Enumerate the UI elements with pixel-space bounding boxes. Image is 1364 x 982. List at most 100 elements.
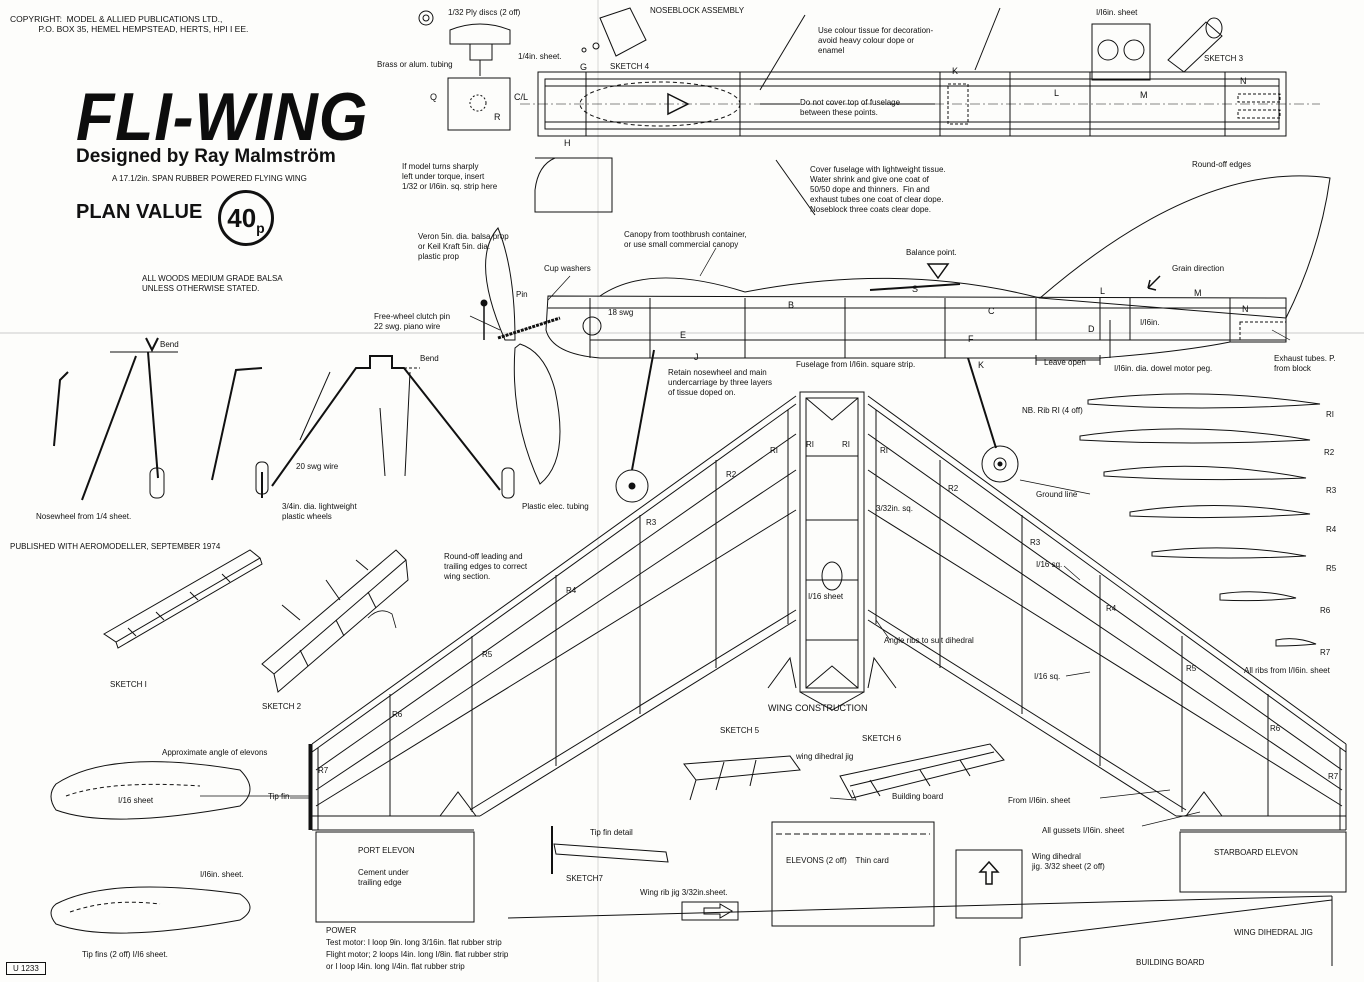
letter-e: E [680, 330, 687, 340]
price-amount: 40 [227, 203, 257, 233]
letter-q: Q [430, 92, 438, 102]
swg18-label: 18 swg [608, 308, 634, 317]
rib-r2-label: R2 [1324, 448, 1335, 457]
letter-h: H [564, 138, 571, 148]
rib-note: NB. Rib RI (4 off) [1022, 406, 1083, 415]
wing-construction-label: WING CONSTRUCTION [768, 703, 868, 713]
letter-k: K [952, 66, 959, 76]
wing-port-r1: RI [770, 446, 778, 455]
copyright-notice: COPYRIGHT: MODEL & ALLIED PUBLICATIONS L… [10, 14, 249, 34]
bend-label-2: Bend [420, 354, 439, 363]
letter-n-side: N [1242, 304, 1249, 314]
spar-116-label-1: I/16 sq. [1036, 560, 1063, 569]
all-ribs-note: All ribs from I/I6in. sheet [1244, 666, 1330, 675]
fuselage-strip-note: Fuselage from I/I6in. square strip. [796, 360, 916, 369]
quarter-sheet-label: 1/4in. sheet. [518, 52, 562, 61]
rib-r6-label: R6 [1320, 606, 1331, 615]
model-subtitle: A 17.1/2in. SPAN RUBBER POWERED FLYING W… [112, 174, 307, 183]
spar-116-label-2: I/16 sq. [1034, 672, 1061, 681]
wing-stbd-r5: R5 [1186, 664, 1197, 673]
wing-port-r6: R6 [392, 710, 403, 719]
wing-centre-r1-left: RI [806, 440, 814, 449]
price-badge: 40p [218, 190, 274, 246]
letter-d: D [1088, 324, 1095, 334]
letter-n: N [1240, 76, 1247, 86]
noseblock-assembly [418, 7, 647, 131]
centre-sheet-label: I/16 sheet [808, 592, 844, 601]
sketch2-label: SKETCH 2 [262, 702, 302, 711]
rib-r4-label: R4 [1326, 525, 1337, 534]
rib-profiles [1079, 393, 1321, 647]
from-sheet-label: From I/I6in. sheet [1008, 796, 1071, 805]
elevons-card-outline [771, 821, 935, 927]
sketch6-label: SKETCH 6 [862, 734, 902, 743]
tip-fin-label: Tip fin [268, 792, 290, 801]
wing-dihedral-jig-label: WING DIHEDRAL JIG [1234, 928, 1313, 937]
ply-discs-label: 1/32 Ply discs (2 off) [448, 8, 521, 17]
wing-stbd-r7: R7 [1328, 772, 1339, 781]
sketch3-exhaust-block [1091, 17, 1223, 81]
wing-port-r5: R5 [482, 650, 493, 659]
dowel-peg-label: I/I6in. dia. dowel motor peg. [1114, 364, 1213, 373]
plastic-tubing-label: Plastic elec. tubing [522, 502, 589, 511]
letter-b: B [788, 300, 795, 310]
page-title: FLI-WING [76, 79, 369, 155]
rib-r3-label: R3 [1326, 486, 1337, 495]
woods-note: ALL WOODS MEDIUM GRADE BALSA UNLESS OTHE… [142, 274, 283, 293]
round-off-note: Round-off leading and trailing edges to … [444, 552, 528, 581]
port-elevon-outline [315, 831, 475, 923]
wing-port-r4: R4 [566, 586, 577, 595]
elevons-card-label: ELEVONS (2 off) Thin card [786, 856, 889, 865]
letter-c: C [988, 306, 995, 316]
sixteenth-label: I/I6in. [1140, 318, 1160, 327]
port-elevon-note: Cement under trailing edge [358, 868, 409, 887]
plan-value-label: PLAN VALUE [76, 201, 203, 223]
rib-r1-label: RI [1326, 410, 1334, 419]
exhaust-tubes-note: Exhaust tubes. P. from block [1274, 354, 1336, 373]
building-board-label: BUILDING BOARD [1136, 958, 1205, 967]
letter-l-side: L [1100, 286, 1106, 296]
wing-port-r3: R3 [646, 518, 657, 527]
nosewheel-label: Nosewheel from 1/4 sheet. [36, 512, 132, 521]
side-wheels [615, 349, 1091, 503]
wing-plan [311, 391, 1347, 831]
cover-note: Cover fuselage with lightweight tissue. … [810, 165, 946, 214]
colour-tissue-note: Use colour tissue for decoration- avoid … [818, 26, 934, 55]
retain-note: Retain nosewheel and main undercarriage … [668, 368, 773, 397]
wing-stbd-r1: RI [880, 446, 888, 455]
torque-strip [534, 157, 613, 213]
cup-washers-label: Cup washers [544, 264, 591, 273]
dihedral-jig-note: Wing dihedral jig. 3/32 sheet (2 off) [1032, 852, 1105, 871]
wing-rib-jig-label: Wing rib jig 3/32in.sheet. [640, 888, 728, 897]
gussets-label: All gussets I/I6in. sheet [1042, 826, 1125, 835]
balance-point-label: Balance point. [906, 248, 957, 257]
ground-line-label: Ground line [1036, 490, 1078, 499]
wheels-label: 3/4in. dia. lightweight plastic wheels [282, 502, 357, 521]
sixteenth-sheet-label: I/I6in. sheet [1096, 8, 1138, 17]
fuselage-side-view [545, 175, 1331, 365]
rib-r7-label: R7 [1320, 648, 1331, 657]
letter-r: R [494, 112, 501, 122]
spar-332-label: 3/32in. sq. [876, 504, 913, 513]
price-unit: p [256, 220, 265, 237]
elevon-angle-label: Approximate angle of elevons [162, 748, 268, 757]
tip-fins [50, 744, 312, 934]
sketch1-label: SKETCH I [110, 680, 147, 689]
letter-k-side: K [978, 360, 985, 370]
sketch4-label: SKETCH 4 [610, 62, 650, 71]
wing-stbd-r2: R2 [948, 484, 959, 493]
starboard-elevon-outline [1179, 831, 1347, 893]
centre-line-label: C/L [514, 92, 529, 102]
wire-gauge-label: 20 swg wire [296, 462, 339, 471]
noseblock-label: NOSEBLOCK ASSEMBLY [650, 6, 745, 15]
tip-fin-sheet-label: I/16 sheet [118, 796, 154, 805]
wing-centre-r1-right: RI [842, 440, 850, 449]
propeller [480, 227, 561, 485]
sketch2-fuselage-assembly [261, 549, 409, 693]
port-elevon-label: PORT ELEVON [358, 846, 415, 855]
published-note: PUBLISHED WITH AEROMODELLER, SEPTEMBER 1… [10, 542, 221, 551]
sketch3-label: SKETCH 3 [1204, 54, 1244, 63]
sketch5-label: SKETCH 5 [720, 726, 760, 735]
designer-credit: Designed by Ray Malmström [76, 146, 336, 167]
